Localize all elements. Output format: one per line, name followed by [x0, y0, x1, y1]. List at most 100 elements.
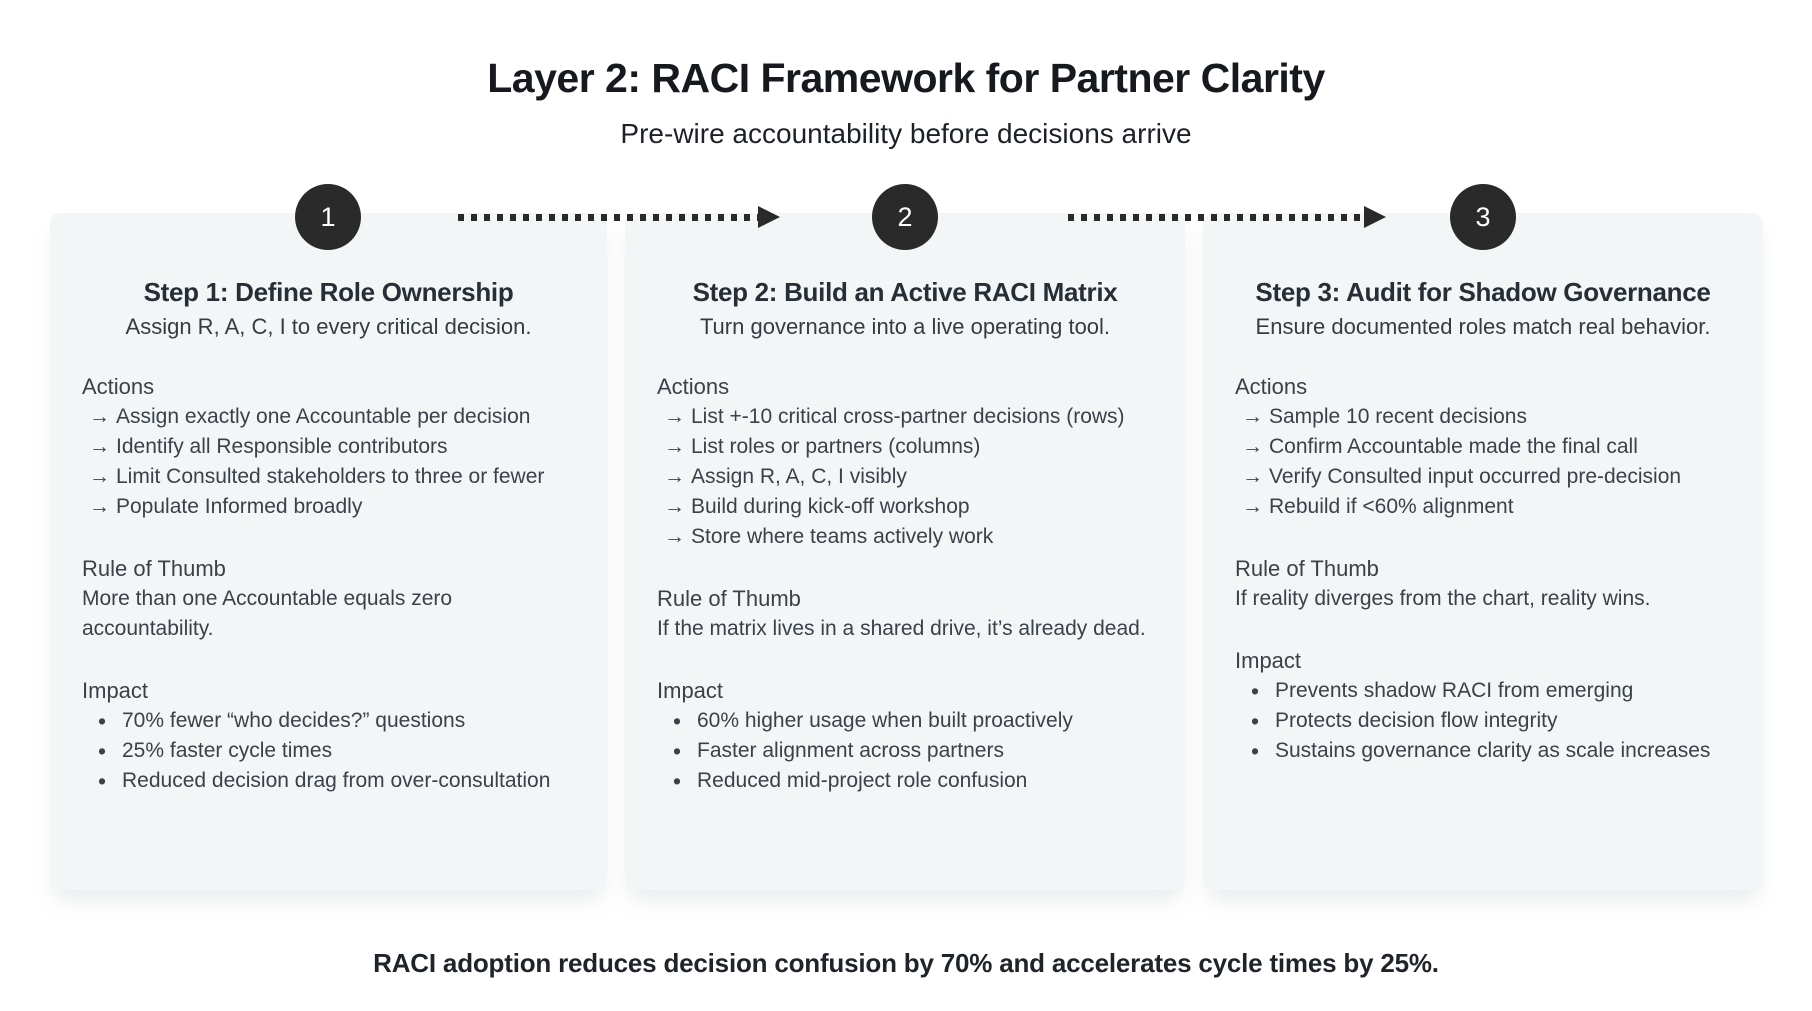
action-item: → Rebuild if <60% alignment: [1235, 492, 1731, 522]
step-1-number-badge: 1: [295, 184, 361, 250]
action-text: Sample 10 recent decisions: [1269, 405, 1527, 428]
actions-label: Actions: [1235, 374, 1308, 399]
arrow-icon: →: [664, 525, 685, 548]
step-2-title: Step 2: Build an Active RACI Matrix: [692, 277, 1118, 307]
arrow-icon: →: [1242, 495, 1263, 518]
action-text: Verify Consulted input occurred pre-deci…: [1269, 465, 1682, 488]
rule-of-thumb-text: More than one Accountable equals zero ac…: [82, 587, 453, 640]
bullet-icon: •: [1251, 678, 1260, 704]
impact-label: Impact: [1235, 648, 1302, 673]
action-text: Build during kick-off workshop: [691, 495, 970, 518]
action-item: → Confirm Accountable made the final call: [1235, 432, 1731, 462]
arrow-icon: →: [664, 495, 685, 518]
action-item: → Verify Consulted input occurred pre-dec…: [1235, 462, 1731, 492]
action-text: Store where teams actively work: [691, 525, 994, 548]
action-text: Assign R, A, C, I visibly: [691, 465, 907, 488]
impact-list: • 60% higher usage when built proactively…: [657, 706, 1153, 796]
step-3-number: 3: [1475, 201, 1491, 232]
action-text: Rebuild if <60% alignment: [1269, 495, 1514, 518]
step-3-number-badge: 3: [1450, 184, 1516, 250]
step-2-card: Step 2: Build an Active RACI Matrix Turn…: [625, 213, 1185, 890]
dotted-line: [458, 214, 758, 221]
action-text: Assign exactly one Accountable per decis…: [116, 405, 531, 428]
action-item: → Build during kick-off workshop: [657, 492, 1153, 522]
impact-text: Protects decision flow integrity: [1275, 709, 1558, 732]
arrow-icon: →: [89, 435, 110, 458]
action-item: → Assign R, A, C, I visibly: [657, 462, 1153, 492]
impact-text: 25% faster cycle times: [122, 739, 333, 762]
impact-label: Impact: [657, 678, 724, 703]
step-2-number-badge: 2: [872, 184, 938, 250]
rule-of-thumb-label: Rule of Thumb: [657, 586, 801, 611]
impact-label: Impact: [82, 678, 149, 703]
arrow-icon: →: [1242, 405, 1263, 428]
arrow-icon: →: [1242, 465, 1263, 488]
action-text: List roles or partners (columns): [691, 435, 981, 458]
footer-takeaway: RACI adoption reduces decision confusion…: [373, 948, 1439, 978]
arrow-icon: →: [89, 465, 110, 488]
impact-list: • 70% fewer “who decides?” questions • 25%…: [82, 706, 575, 796]
dotted-line: [1068, 214, 1364, 221]
action-text: Populate Informed broadly: [116, 495, 363, 518]
arrow-icon: →: [89, 405, 110, 428]
impact-item: • 70% fewer “who decides?” questions: [82, 706, 575, 736]
actions-label: Actions: [82, 374, 155, 399]
action-item: →List +-10 critical cross-partner decisi…: [657, 402, 1153, 432]
step-1-number: 1: [320, 201, 336, 232]
action-item: →Populate Informed broadly: [82, 492, 575, 522]
rule-of-thumb-label: Rule of Thumb: [82, 556, 226, 581]
impact-text: 60% higher usage when built proactively: [697, 709, 1073, 732]
impact-item: •Prevents shadow RACI from emerging: [1235, 676, 1731, 706]
rule-of-thumb-text: If reality diverges from the chart, real…: [1235, 587, 1651, 610]
step-3-card: Step 3: Audit for Shadow Governance Ensu…: [1203, 213, 1763, 890]
arrow-icon: →: [664, 465, 685, 488]
arrow-icon: →: [1242, 435, 1263, 458]
action-text: Limit Consulted stakeholders to three or…: [116, 465, 545, 488]
bullet-icon: •: [673, 738, 682, 764]
step-2-number: 2: [897, 201, 913, 232]
impact-item: •Sustains governance clarity as scale in…: [1235, 736, 1731, 766]
impact-item: • 25% faster cycle times: [82, 736, 575, 766]
bullet-icon: •: [98, 768, 107, 794]
step-3-title: Step 3: Audit for Shadow Governance: [1255, 277, 1711, 307]
impact-text: 70% fewer “who decides?” questions: [122, 709, 466, 732]
impact-item: • 60% higher usage when built proactively: [657, 706, 1153, 736]
bullet-icon: •: [98, 738, 107, 764]
action-item: → Store where teams actively work: [657, 522, 1153, 552]
impact-text: Sustains governance clarity as scale inc…: [1275, 739, 1711, 762]
step-1-subtitle: Assign R, A, C, I to every critical deci…: [125, 314, 532, 339]
action-item: → Identify all Responsible contributors: [82, 432, 575, 462]
actions-list: → Sample 10 recent decisions → Confirm Acc…: [1235, 402, 1731, 522]
impact-item: • Reduced decision drag from over-consult…: [82, 766, 575, 796]
page-title: Layer 2: RACI Framework for Partner Clar…: [487, 55, 1325, 101]
bullet-icon: •: [673, 708, 682, 734]
rule-of-thumb-text: If the matrix lives in a shared drive, i…: [657, 617, 1146, 640]
impact-text: Reduced decision drag from over-consulta…: [122, 769, 551, 792]
actions-list: → Assign exactly one Accountable per deci…: [82, 402, 575, 522]
bullet-icon: •: [1251, 708, 1260, 734]
arrow-icon: →: [664, 405, 685, 428]
step-1-title: Step 1: Define Role Ownership: [143, 277, 514, 307]
arrowhead-icon: [1364, 206, 1386, 228]
action-item: → Assign exactly one Accountable per deci…: [82, 402, 575, 432]
arrowhead-icon: [758, 206, 780, 228]
impact-list: •Prevents shadow RACI from emerging • Pro…: [1235, 676, 1731, 766]
action-item: → Limit Consulted stakeholders to three o…: [82, 462, 575, 492]
action-item: → List roles or partners (columns): [657, 432, 1153, 462]
impact-text: Faster alignment across partners: [697, 739, 1004, 762]
step-3-subtitle: Ensure documented roles match real behav…: [1255, 314, 1711, 339]
bullet-icon: •: [673, 768, 682, 794]
action-item: → Sample 10 recent decisions: [1235, 402, 1731, 432]
actions-list: →List +-10 critical cross-partner decisi…: [657, 402, 1153, 552]
bullet-icon: •: [98, 708, 107, 734]
page-subtitle: Pre-wire accountability before decisions…: [620, 118, 1192, 149]
action-text: Identify all Responsible contributors: [116, 435, 448, 458]
rule-of-thumb-label: Rule of Thumb: [1235, 556, 1379, 581]
step-1-card: Step 1: Define Role Ownership Assign R, …: [50, 213, 607, 890]
arrow-icon: →: [664, 435, 685, 458]
impact-text: Reduced mid-project role confusion: [697, 769, 1028, 792]
impact-item: • Reduced mid-project role confusion: [657, 766, 1153, 796]
impact-item: • Protects decision flow integrity: [1235, 706, 1731, 736]
action-text: Confirm Accountable made the final call: [1269, 435, 1638, 458]
